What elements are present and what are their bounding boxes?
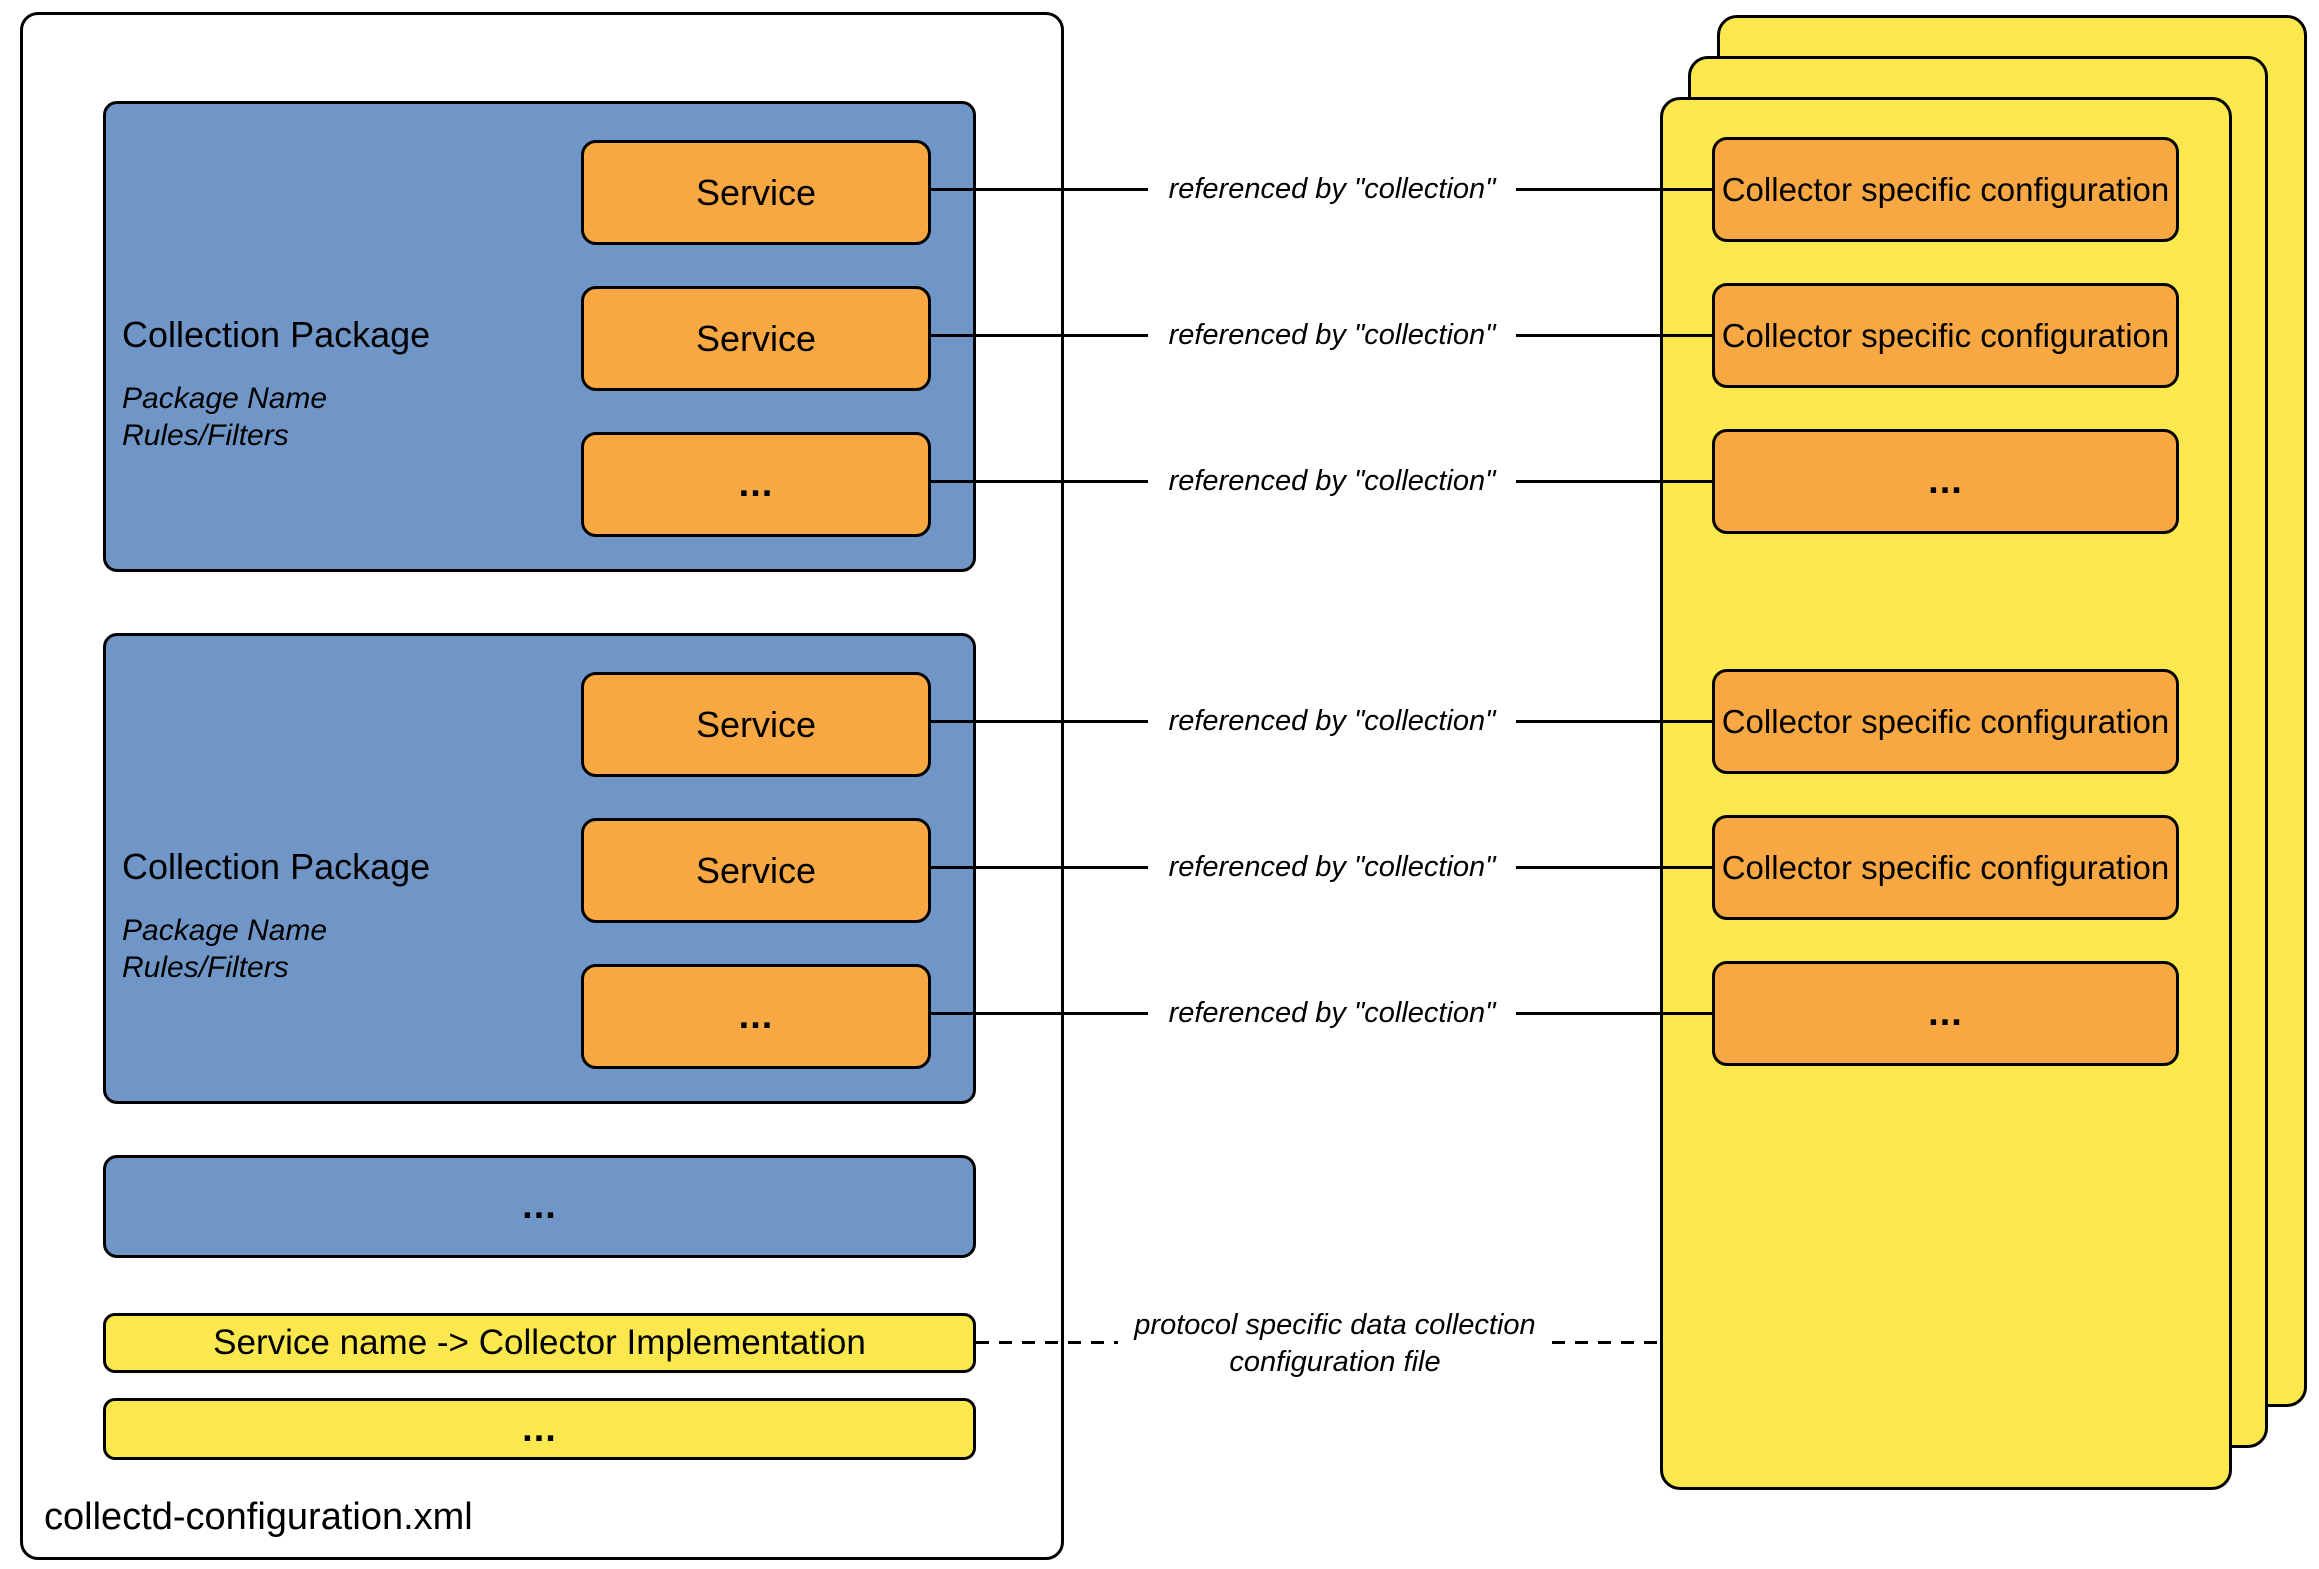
service-box: Service: [581, 140, 931, 245]
collector-config-box: Collector specific configuration: [1712, 283, 2179, 388]
connector-line: [1516, 720, 1712, 723]
connector-label: referenced by "collection": [1168, 319, 1496, 351]
more-services-label: ...: [738, 463, 774, 505]
more-collector-configs-box: ...: [1712, 429, 2179, 534]
service-box: Service: [581, 286, 931, 391]
dashed-connector-label: protocol specific data collection config…: [1118, 1307, 1552, 1381]
package-text-block: Collection Package Package Name Rules/Fi…: [122, 314, 430, 454]
more-collector-configs-label: ...: [1928, 460, 1963, 502]
package-details: Package Name Rules/Filters: [122, 912, 430, 986]
package-name-line: Package Name: [122, 914, 328, 947]
connector-label: referenced by "collection": [1168, 465, 1496, 497]
service-label: Service: [695, 703, 817, 745]
connector-line: [1516, 334, 1712, 337]
connector-label: referenced by "collection": [1168, 997, 1496, 1029]
collection-package-1: Collection Package Package Name Rules/Fi…: [103, 101, 976, 572]
connector-line: [928, 720, 1148, 723]
dashed-connector-line: [1552, 1341, 1660, 1344]
connector-label: referenced by "collection": [1168, 851, 1496, 883]
service-label: Service: [695, 849, 817, 891]
connector-line: [928, 334, 1148, 337]
service-mapping-label: Service name -> Collector Implementation: [213, 1323, 866, 1362]
more-services-label: ...: [738, 995, 774, 1037]
package-text-block: Collection Package Package Name Rules/Fi…: [122, 846, 430, 986]
package-rules-line: Rules/Filters: [122, 951, 289, 984]
collector-config-box: Collector specific configuration: [1712, 137, 2179, 242]
service-label: Service: [695, 317, 817, 359]
more-services-box: ...: [581, 964, 931, 1069]
collector-config-label: Collector specific configuration: [1721, 702, 2170, 740]
dashed-connector-label-line2: configuration file: [1229, 1346, 1441, 1378]
more-collector-configs-box: ...: [1712, 961, 2179, 1066]
package-name-line: Package Name: [122, 382, 328, 415]
collector-config-label: Collector specific configuration: [1721, 170, 2170, 208]
dashed-connector-label-line1: protocol specific data collection: [1134, 1309, 1536, 1341]
file-box-label: collectd-configuration.xml: [44, 1496, 473, 1538]
service-mapping-box: Service name -> Collector Implementation: [103, 1313, 976, 1373]
service-label: Service: [695, 171, 817, 213]
connector-line: [1516, 188, 1712, 191]
collector-config-box: Collector specific configuration: [1712, 815, 2179, 920]
connector-label: referenced by "collection": [1168, 705, 1496, 737]
connector-line: [1516, 480, 1712, 483]
service-box: Service: [581, 672, 931, 777]
package-details: Package Name Rules/Filters: [122, 380, 430, 454]
more-packages-label: ...: [522, 1185, 557, 1227]
package-title: Collection Package: [122, 846, 431, 887]
service-box: Service: [581, 818, 931, 923]
collector-config-label: Collector specific configuration: [1721, 848, 2170, 886]
connector-line: [1516, 1012, 1712, 1015]
connector-line: [928, 188, 1148, 191]
more-mappings-box: ...: [103, 1398, 976, 1460]
more-mappings-label: ...: [522, 1407, 557, 1450]
connector-line: [1516, 866, 1712, 869]
connector-label: referenced by "collection": [1168, 173, 1496, 205]
dashed-connector-line: [976, 1341, 1118, 1344]
collector-config-label: Collector specific configuration: [1721, 316, 2170, 354]
collection-package-2: Collection Package Package Name Rules/Fi…: [103, 633, 976, 1104]
connector-line: [928, 480, 1148, 483]
connector-line: [928, 866, 1148, 869]
package-rules-line: Rules/Filters: [122, 419, 289, 452]
collector-config-box: Collector specific configuration: [1712, 669, 2179, 774]
more-packages-box: ...: [103, 1155, 976, 1258]
more-services-box: ...: [581, 432, 931, 537]
package-title: Collection Package: [122, 314, 431, 355]
connector-line: [928, 1012, 1148, 1015]
collector-page-front: Collector specific configuration Collect…: [1660, 97, 2232, 1490]
more-collector-configs-label: ...: [1928, 992, 1963, 1034]
